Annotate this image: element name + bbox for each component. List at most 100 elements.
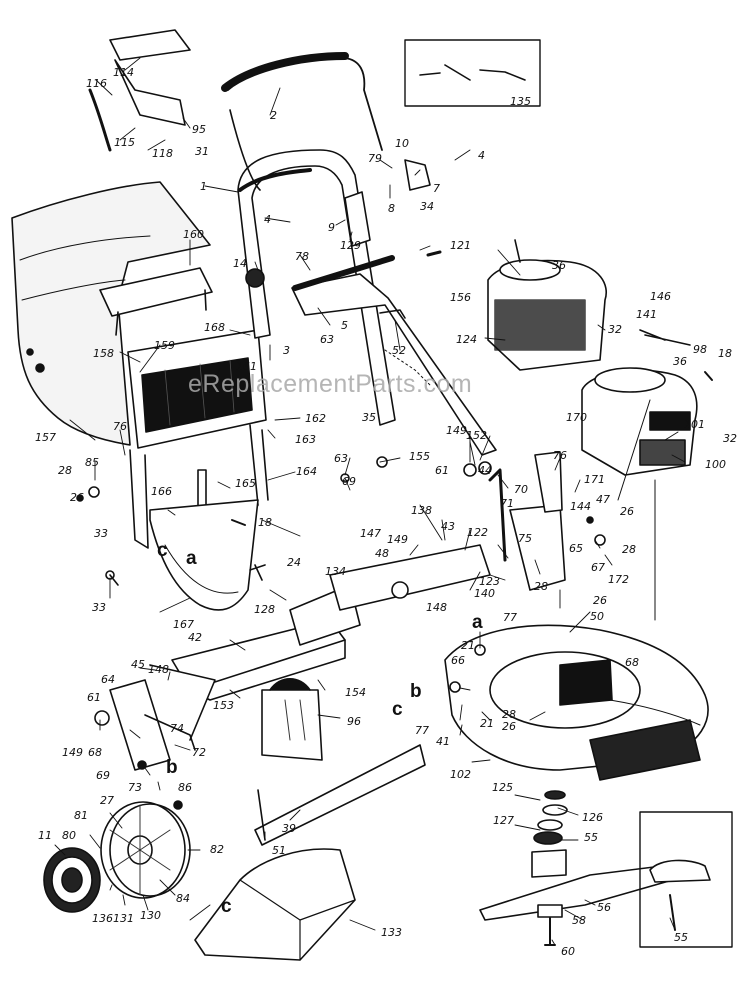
callout-31: 31 xyxy=(195,145,209,158)
callout-166: 166 xyxy=(151,485,172,498)
connector-c-catcher: c xyxy=(157,540,168,561)
callout-130: 130 xyxy=(140,909,161,922)
callout-134: 134 xyxy=(325,565,346,578)
callout-24: 24 xyxy=(287,556,301,569)
callout-78: 78 xyxy=(295,250,309,263)
callout-44: 44 xyxy=(478,464,492,477)
connector-c-plate: c xyxy=(221,896,232,917)
callout-164: 164 xyxy=(296,465,317,478)
callout-64: 64 xyxy=(101,673,115,686)
connector-a-deck: a xyxy=(472,612,483,633)
callout-114: 114 xyxy=(113,66,134,79)
callout-4-mid: 4 xyxy=(264,213,271,226)
callout-50: 50 xyxy=(590,610,604,623)
axle-assembly xyxy=(171,544,491,701)
callout-32-top: 32 xyxy=(608,323,622,336)
rear-deflector-door xyxy=(149,499,259,611)
callout-76-right: 76 xyxy=(553,449,567,462)
connector-b-deck: b xyxy=(410,681,422,702)
callout-28-mid: 28 xyxy=(534,580,548,593)
hub-cap xyxy=(43,847,101,913)
callout-95: 95 xyxy=(192,123,206,136)
mulch-plate xyxy=(194,848,356,961)
callout-140: 140 xyxy=(474,587,495,600)
callout-52: 52 xyxy=(392,344,406,357)
callout-51: 51 xyxy=(272,844,286,857)
callout-5: 5 xyxy=(341,319,348,332)
callout-77-top: 77 xyxy=(503,611,517,624)
callout-128: 128 xyxy=(254,603,275,616)
callout-18-top: 18 xyxy=(718,347,732,360)
callout-96: 96 xyxy=(347,715,361,728)
callout-7: 7 xyxy=(433,182,440,195)
callout-60: 60 xyxy=(561,945,575,958)
callout-152: 152 xyxy=(466,429,487,442)
callout-170: 170 xyxy=(566,411,587,424)
callout-135: 135 xyxy=(510,95,531,108)
callout-149-top: 149 xyxy=(446,424,467,437)
callout-26-right: 26 xyxy=(620,505,634,518)
callout-79: 79 xyxy=(368,152,382,165)
callout-72: 72 xyxy=(192,746,206,759)
catcher-handle-assembly xyxy=(88,29,191,152)
callout-165: 165 xyxy=(235,477,256,490)
side-bar xyxy=(254,744,426,846)
callout-138: 138 xyxy=(411,504,432,517)
callout-118: 118 xyxy=(152,147,173,160)
callout-154: 154 xyxy=(345,686,366,699)
callout-84: 84 xyxy=(176,892,190,905)
inset-box-55 xyxy=(639,811,733,948)
callout-159: 159 xyxy=(154,339,175,352)
catcher-frame xyxy=(99,267,213,336)
callout-82: 82 xyxy=(210,843,224,856)
rear-wheel xyxy=(100,801,191,899)
callout-71: 71 xyxy=(500,497,514,510)
callout-63-mid: 63 xyxy=(334,452,348,465)
callout-122: 122 xyxy=(467,526,488,539)
callout-35: 35 xyxy=(362,411,376,424)
callout-28-right: 28 xyxy=(622,543,636,556)
callout-73: 73 xyxy=(128,781,142,794)
callout-55-blade: 55 xyxy=(584,831,598,844)
callout-68-left: 68 xyxy=(88,746,102,759)
callout-63-top: 63 xyxy=(320,333,334,346)
callout-101: 101 xyxy=(684,418,705,431)
callout-129: 129 xyxy=(340,239,361,252)
callout-21-bottom: 21 xyxy=(480,717,494,730)
engine xyxy=(487,239,607,371)
callout-8: 8 xyxy=(388,202,395,215)
callout-144: 144 xyxy=(570,500,591,513)
callout-85: 85 xyxy=(85,456,99,469)
connector-b-bracket: b xyxy=(166,757,178,778)
callout-14: 14 xyxy=(233,257,247,270)
callout-131: 131 xyxy=(113,912,134,925)
callout-47: 47 xyxy=(596,493,610,506)
callout-123: 123 xyxy=(479,575,500,588)
callout-36-bottom: 36 xyxy=(673,355,687,368)
callout-69-top: 69 xyxy=(342,475,356,488)
callout-55-inset: 55 xyxy=(674,931,688,944)
callout-28-left: 28 xyxy=(58,464,72,477)
callout-11: 11 xyxy=(38,829,52,842)
callout-121: 121 xyxy=(450,239,471,252)
callout-26-deck: 26 xyxy=(502,720,516,733)
callout-3: 3 xyxy=(283,344,290,357)
callout-168: 168 xyxy=(204,321,225,334)
callout-45: 45 xyxy=(131,658,145,671)
callout-74: 74 xyxy=(170,722,184,735)
callout-61-left: 61 xyxy=(87,691,101,704)
callout-76-left: 76 xyxy=(113,420,127,433)
inset-box-135 xyxy=(404,39,541,107)
connector-a-catcher: a xyxy=(186,548,197,569)
callout-58: 58 xyxy=(572,914,586,927)
callout-149-mid: 149 xyxy=(387,533,408,546)
callout-39: 39 xyxy=(282,822,296,835)
callout-9: 9 xyxy=(328,221,335,234)
callout-26-left: 26 xyxy=(70,491,84,504)
callout-2: 2 xyxy=(270,109,277,122)
callout-98: 98 xyxy=(693,343,707,356)
callout-161: 161 xyxy=(236,360,257,373)
callout-42: 42 xyxy=(188,631,202,644)
